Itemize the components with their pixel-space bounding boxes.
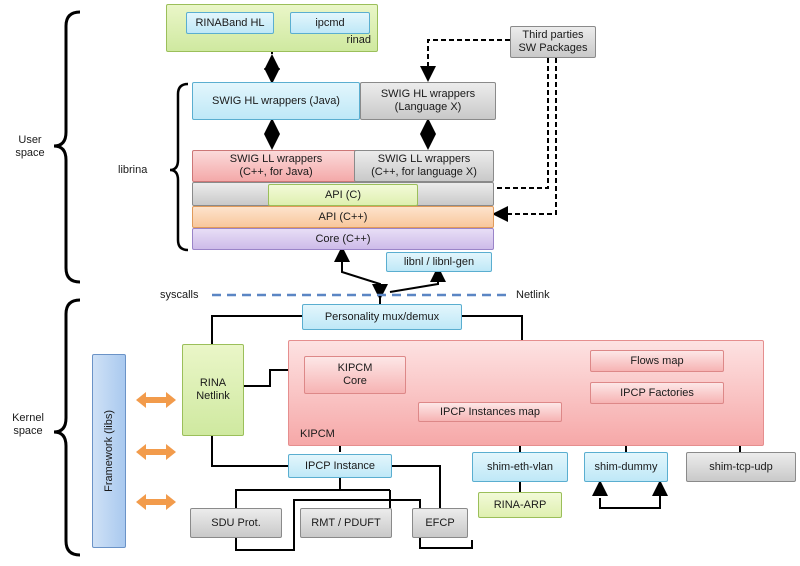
api-c-box: API (C) xyxy=(268,184,418,206)
third-parties-box: Third parties SW Packages xyxy=(510,26,596,58)
libnl-box: libnl / libnl-gen xyxy=(386,252,492,272)
swig-hl-x-box: SWIG HL wrappers (Language X) xyxy=(360,82,496,120)
ipcmd-box: ipcmd xyxy=(290,12,370,34)
api-cpp-box: API (C++) xyxy=(192,206,494,228)
librina-label: librina xyxy=(118,164,148,176)
sdu-prot-box: SDU Prot. xyxy=(190,508,282,538)
core-cpp-box: Core (C++) xyxy=(192,228,494,250)
librina-brace xyxy=(169,82,189,252)
user-space-label: User space xyxy=(15,134,45,159)
rinad-label: rinad xyxy=(346,34,371,46)
personality-mux-box: Personality mux/demux xyxy=(302,304,462,330)
rina-arp-box: RINA-ARP xyxy=(478,492,562,518)
syscalls-label: syscalls xyxy=(160,289,199,301)
shim-dummy-box: shim-dummy xyxy=(584,452,668,482)
kernel-space-label: Kernel space xyxy=(12,412,44,437)
kipcm-core-box: KIPCM Core xyxy=(304,356,406,394)
framework-label: Framework (libs) xyxy=(102,410,115,492)
swig-hl-java-box: SWIG HL wrappers (Java) xyxy=(192,82,360,120)
shim-tcp-udp-box: shim-tcp-udp xyxy=(686,452,796,482)
swig-ll-x-box: SWIG LL wrappers (C++, for language X) xyxy=(354,150,494,182)
efcp-box: EFCP xyxy=(412,508,468,538)
framework-arrows xyxy=(136,392,176,510)
kipcm-label: KIPCM xyxy=(300,428,335,440)
shim-eth-vlan-box: shim-eth-vlan xyxy=(472,452,568,482)
swig-ll-java-box: SWIG LL wrappers (C++, for Java) xyxy=(192,150,360,182)
rinaband-hl-box: RINABand HL xyxy=(186,12,274,34)
framework-box: Framework (libs) xyxy=(92,354,126,548)
rina-netlink-box: RINA Netlink xyxy=(182,344,244,436)
ipcp-instance-box: IPCP Instance xyxy=(288,454,392,478)
netlink-label: Netlink xyxy=(516,289,550,301)
ipcp-instances-map-box: IPCP Instances map xyxy=(418,402,562,422)
user-space-brace xyxy=(53,10,81,284)
rmt-pduft-box: RMT / PDUFT xyxy=(300,508,392,538)
flows-map-box: Flows map xyxy=(590,350,724,372)
kernel-space-brace xyxy=(53,298,81,557)
ipcp-factories-box: IPCP Factories xyxy=(590,382,724,404)
